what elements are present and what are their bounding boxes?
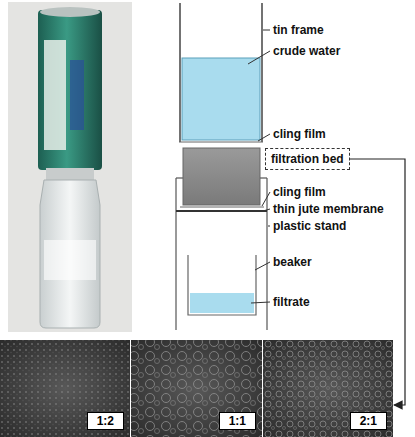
part-label: crude water <box>273 44 340 58</box>
micrograph-panel: 1:1 <box>131 340 262 437</box>
dashed-label-box: filtration bed <box>265 148 350 170</box>
part-label: tin frame <box>273 23 324 37</box>
part-label: cling film <box>273 127 326 141</box>
part-label: thin jute membrane <box>273 202 384 216</box>
ratio-label: 1:1 <box>219 412 256 430</box>
micrograph-panel: 2:1 <box>263 340 393 437</box>
ratio-label: 1:2 <box>87 412 124 430</box>
part-label: filtrate <box>273 295 310 309</box>
part-label: plastic stand <box>273 219 346 233</box>
bracket-label: filtration bed <box>271 152 344 166</box>
micrograph-panel: 1:2 <box>0 340 130 437</box>
connector-arrow <box>350 159 405 405</box>
part-label: beaker <box>273 255 312 269</box>
ratio-label: 2:1 <box>350 412 387 430</box>
part-label: cling film <box>273 185 326 199</box>
